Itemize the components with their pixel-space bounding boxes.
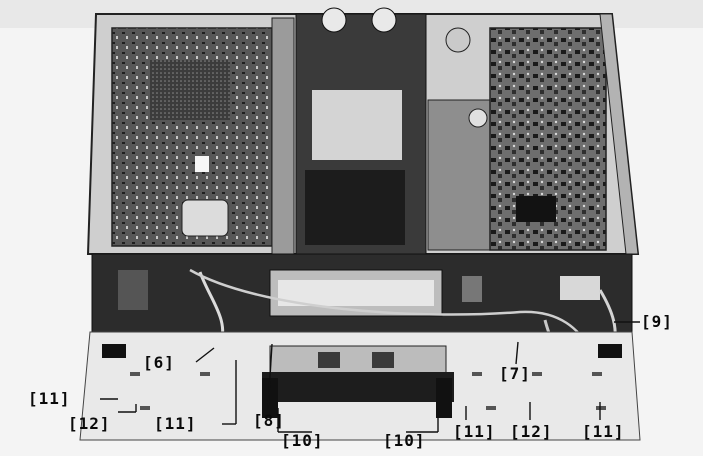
callout-7: [7] (499, 364, 531, 383)
callout-11-left: [11] (28, 389, 71, 408)
callout-9: [9] (641, 312, 673, 331)
callout-8: [8] (253, 411, 285, 430)
callout-11-center: [11] (154, 414, 197, 433)
callout-6: [6] (143, 353, 175, 372)
callout-12-right: [12] (510, 422, 553, 441)
callout-11-right-a: [11] (453, 422, 496, 441)
callout-10-left: [10] (281, 431, 324, 450)
callout-11-right-b: [11] (582, 422, 625, 441)
callout-10-right: [10] (383, 431, 426, 450)
callout-12-left: [12] (68, 414, 111, 433)
